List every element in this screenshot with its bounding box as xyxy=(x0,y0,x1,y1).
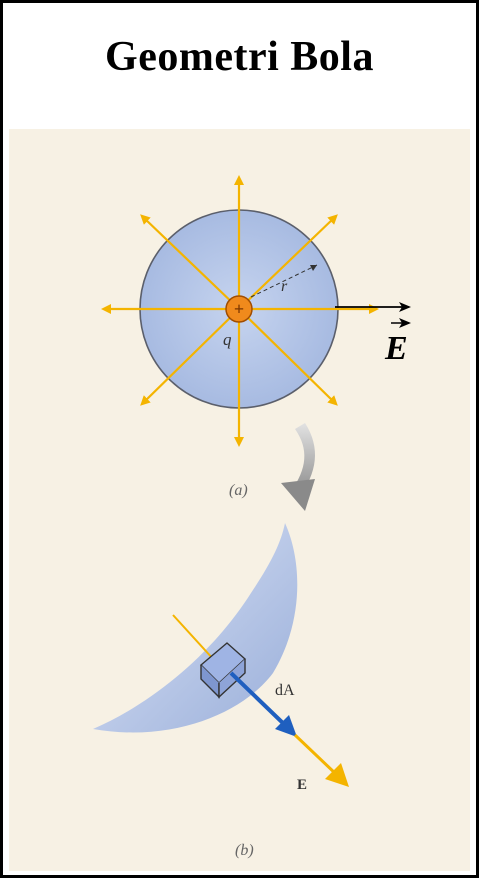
area-vector-arrow xyxy=(229,671,289,729)
electric-field-label: E xyxy=(384,330,408,367)
field-label-b: E xyxy=(297,777,307,793)
area-element xyxy=(199,642,247,699)
field-vector-arrowhead xyxy=(325,763,349,787)
field-line-down-left xyxy=(140,308,240,406)
point-charge xyxy=(225,295,253,323)
field-vector-arrow xyxy=(293,733,339,777)
caption-a: (a) xyxy=(229,482,248,499)
field-lines xyxy=(101,175,379,447)
charge-sign: + xyxy=(234,299,244,319)
transition-arrow xyxy=(281,423,316,511)
figure-a: r + q E (a) xyxy=(101,175,411,499)
sphere-geometry-diagram: r + q E (a) xyxy=(93,175,411,859)
caption-b: (b) xyxy=(235,842,254,859)
sphere-surface-patch xyxy=(93,523,298,733)
field-line-down-right xyxy=(238,308,338,406)
slide-title: Geometri Bola xyxy=(105,34,374,80)
charge-label: q xyxy=(223,330,232,349)
area-label: dA xyxy=(275,682,295,699)
field-line-up-right xyxy=(238,214,338,310)
field-line-up-left xyxy=(140,214,240,310)
area-vector-arrowhead xyxy=(275,715,297,737)
radius-label: r xyxy=(281,278,288,295)
radius-indicator xyxy=(250,264,318,298)
figure-b: dA E (b) xyxy=(93,523,349,859)
